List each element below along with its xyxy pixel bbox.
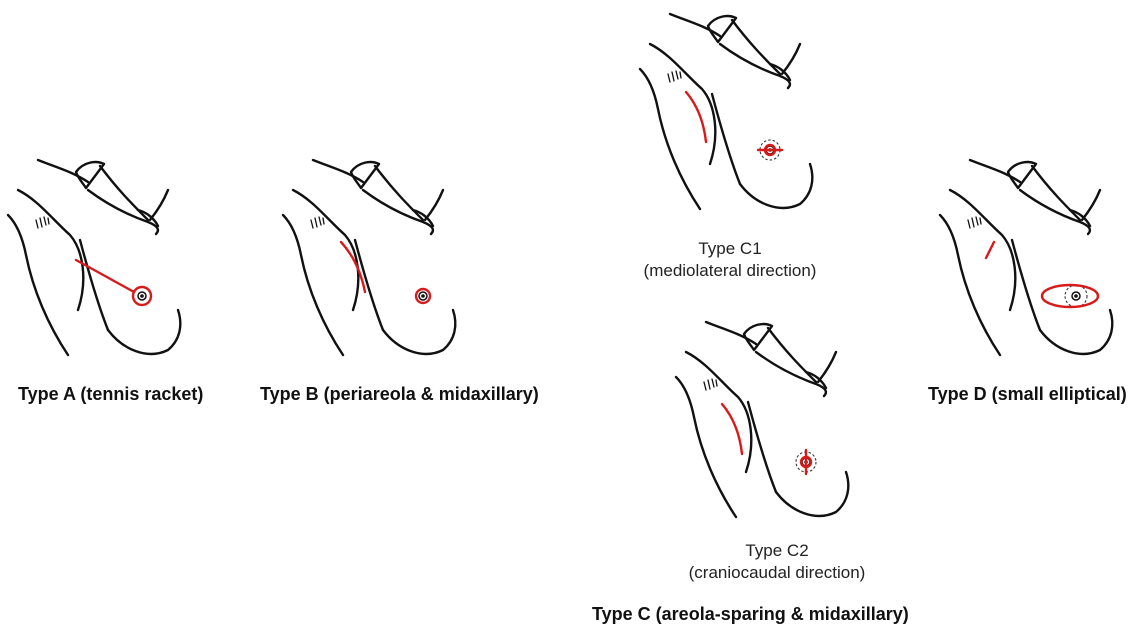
- type-c1-caption: Type C1 (mediolateral direction): [630, 238, 830, 282]
- type-a-illustration: [8, 160, 188, 360]
- type-c2-caption: Type C2 (craniocaudal direction): [677, 540, 877, 584]
- type-a-label: Type A (tennis racket): [18, 384, 203, 405]
- type-c1-illustration: [640, 14, 820, 214]
- panel-type-b: [283, 160, 463, 360]
- type-c2-illustration: [676, 322, 856, 522]
- type-b-label: Type B (periareola & midaxillary): [260, 384, 539, 405]
- type-c1-subtitle: (mediolateral direction): [630, 260, 830, 282]
- type-d-label: Type D (small elliptical): [928, 384, 1127, 405]
- type-d-illustration: [940, 160, 1120, 360]
- panel-type-a: [8, 160, 188, 360]
- type-b-illustration: [283, 160, 463, 360]
- panel-type-c2: [676, 322, 856, 522]
- type-c2-title: Type C2: [677, 540, 877, 562]
- type-c-label: Type C (areola-sparing & midaxillary): [592, 604, 909, 625]
- panel-type-d: [940, 160, 1120, 360]
- type-c2-subtitle: (craniocaudal direction): [677, 562, 877, 584]
- type-c1-title: Type C1: [630, 238, 830, 260]
- panel-type-c1: [640, 14, 820, 214]
